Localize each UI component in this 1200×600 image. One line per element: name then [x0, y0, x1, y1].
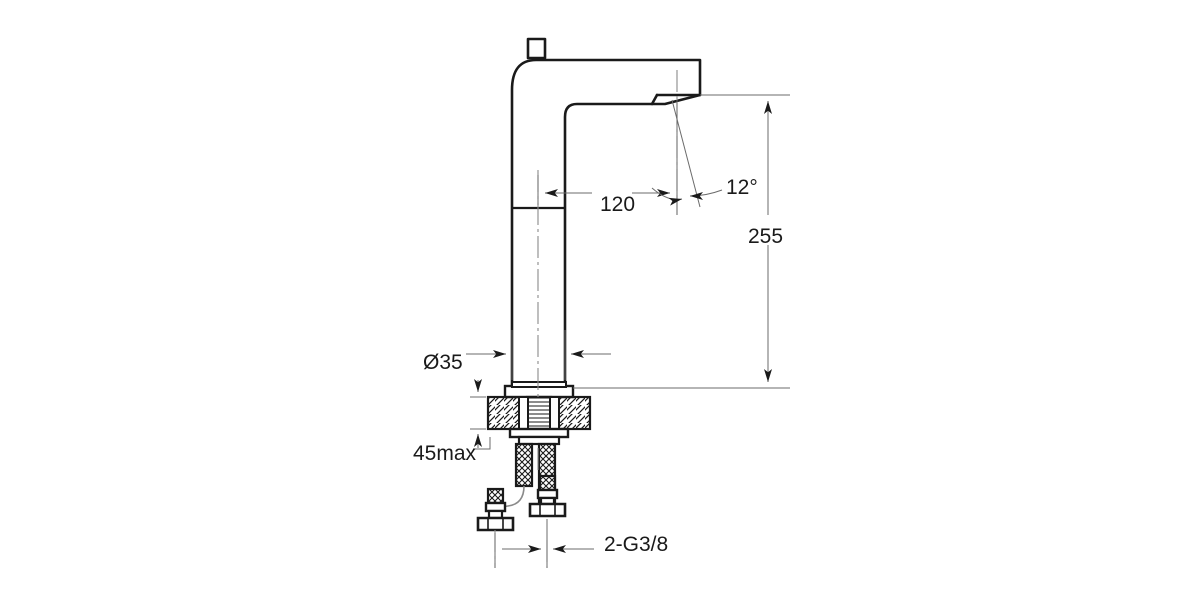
dimension-label-spout-reach: 120 [600, 193, 636, 216]
base-flange [503, 381, 575, 399]
centerlines [494, 70, 678, 568]
dimension-body-diameter [466, 330, 611, 380]
mounting-shank [508, 395, 570, 446]
dimension-spout-angle [651, 99, 723, 208]
dimension-deck-thickness [470, 379, 491, 450]
hose-fitting-left [476, 487, 515, 532]
dimension-label-overall-height: 255 [748, 225, 784, 248]
dimension-label-deck-thickness: 45max [413, 442, 477, 465]
faucet-body-outline [510, 37, 702, 387]
dimension-overall-height [573, 94, 790, 389]
dimension-supply-connections [494, 519, 594, 568]
dimension-label-body-diameter: Ø35 [423, 351, 463, 374]
lever-handle-icon [526, 37, 547, 60]
hose-fitting-right [528, 474, 567, 518]
dimension-label-spout-angle: 12° [726, 176, 758, 199]
dimension-label-supply-connections: 2-G3/8 [604, 533, 669, 556]
